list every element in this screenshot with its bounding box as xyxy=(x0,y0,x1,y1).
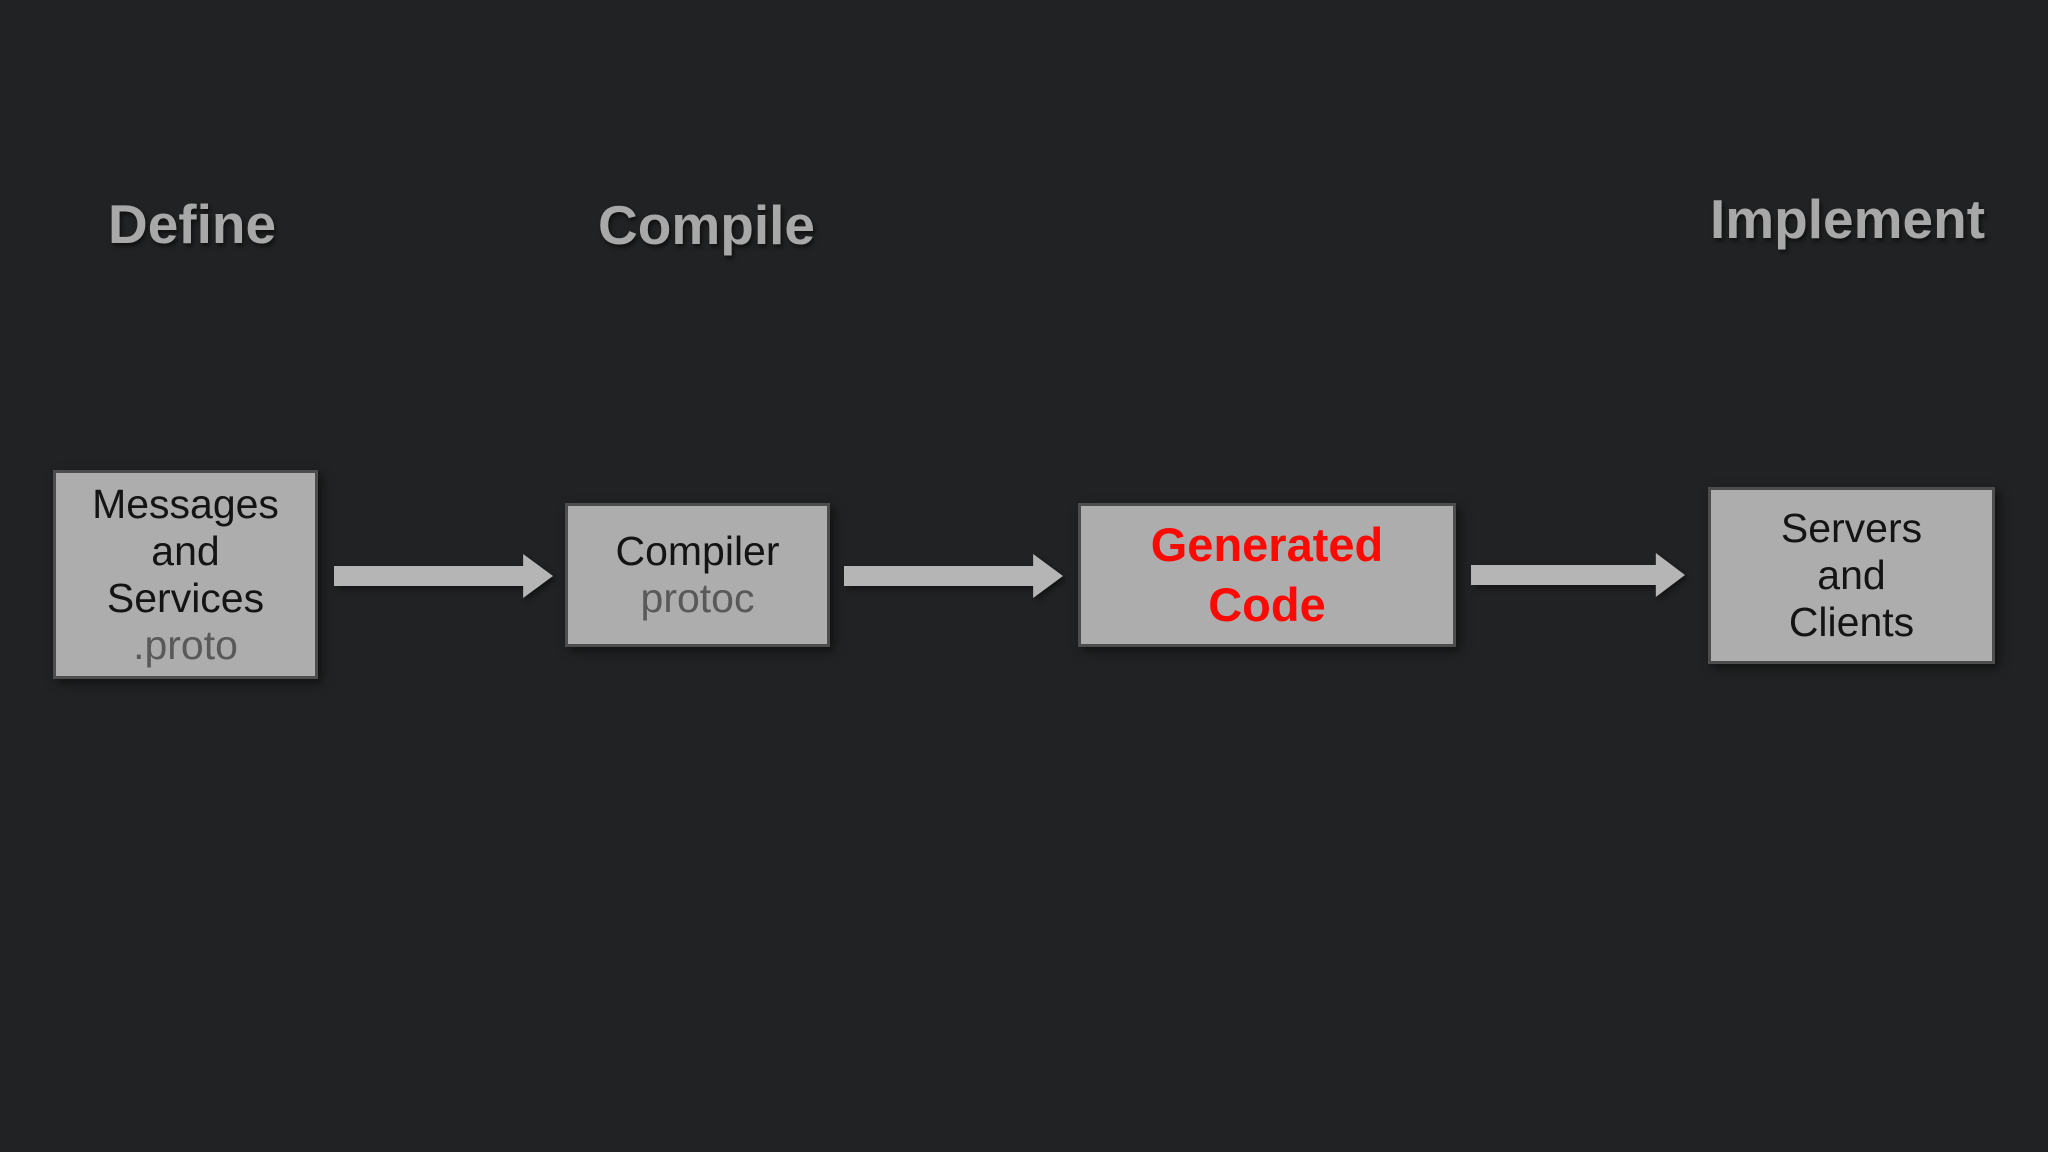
flow-arrow-icon xyxy=(1471,553,1685,597)
stage-label-compile: Compile xyxy=(598,194,815,256)
node-messages-services: Messages and Services .proto xyxy=(53,470,318,679)
flow-arrow-icon xyxy=(334,554,553,598)
node-title: Generated Code xyxy=(1150,518,1384,631)
node-servers-clients: Servers and Clients xyxy=(1708,487,1995,664)
node-subtitle: protoc xyxy=(640,575,755,621)
stage-label-define: Define xyxy=(108,193,277,255)
flow-arrow-icon xyxy=(844,554,1063,598)
node-title: Servers and Clients xyxy=(1780,505,1923,645)
node-subtitle: .proto xyxy=(133,621,238,668)
node-generated-code: Generated Code xyxy=(1078,503,1456,647)
node-title: Compiler xyxy=(615,528,780,574)
node-title: Messages and Services xyxy=(92,480,279,621)
node-compiler: Compiler protoc xyxy=(565,503,830,647)
stage-label-implement: Implement xyxy=(1710,188,1986,250)
